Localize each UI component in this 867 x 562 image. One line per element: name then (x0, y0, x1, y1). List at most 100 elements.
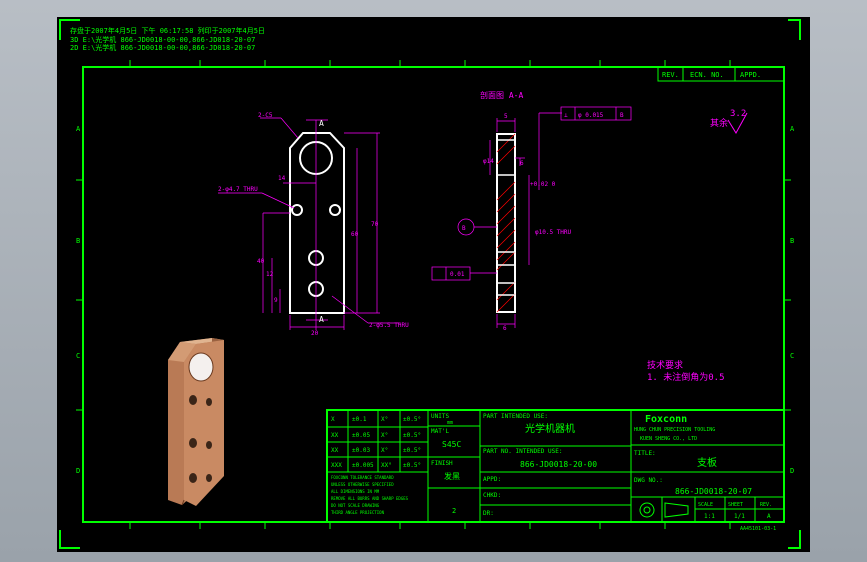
tol-row-4-c: XX° (381, 462, 392, 469)
dim-40: 40 (257, 258, 265, 265)
note-4: REMOVE ALL BURRS AND SHARP EDGES (331, 496, 409, 501)
rev-value: A (767, 513, 771, 520)
hole-left (291, 204, 303, 216)
hole-right (329, 204, 341, 216)
front-view[interactable]: 2-C5 2-φ4.7 THRU 2-φ5.5 THRU 14 12 40 9 … (218, 112, 409, 337)
finish-value: 发黑 (444, 471, 460, 481)
tol-row-2-c: X° (381, 432, 388, 439)
zone-row-d: D (76, 467, 80, 475)
tech-notes-line-1: 1. 未注倒角为0.5 (647, 371, 725, 383)
sec-dim-depth: 6 (520, 160, 524, 167)
company-name: Foxconn (645, 414, 687, 425)
header-line-1: 存盘于2007年4月5日 下午 06:17:58 列印于2007年4月5日 (70, 26, 265, 35)
sec-dim-bore: φ10.5 THRU (535, 229, 572, 236)
tol-row-2-b: ±0.05 (352, 432, 370, 439)
note-5: DO NOT SCALE DRAWING (331, 503, 380, 508)
chkd-label: CHKD: (483, 492, 501, 499)
title-label: TITLE: (634, 450, 656, 457)
front-dimensions (218, 117, 400, 330)
chamfer-label: 2-C5 (258, 112, 273, 119)
sec-dim-14: φ14 (483, 158, 494, 165)
tol-row-2-d: ±0.5° (403, 432, 421, 439)
sheet-label: SHEET (728, 502, 743, 508)
section-outline (496, 133, 516, 313)
perp-symbol: ⊥ (564, 112, 568, 119)
front-outline (289, 132, 345, 314)
units-label: UNITS (431, 413, 449, 420)
note-6: THIRD ANGLE PROJECTION (331, 510, 385, 515)
dim-70: 70 (371, 221, 379, 228)
scale-label: SCALE (698, 502, 713, 508)
dim-20: 20 (311, 330, 319, 337)
finish-label: FINISH (431, 460, 453, 467)
sec-dim-5: 5 (504, 113, 508, 120)
cut-arrow-top: A (319, 119, 324, 128)
revision-table: REV. ECN. NO. APPD. (657, 66, 785, 82)
zone-ticks (76, 60, 791, 529)
through-holes-label: 2-φ5.5 THRU (369, 322, 409, 329)
front-dim-text: 2-C5 2-φ4.7 THRU 2-φ5.5 THRU 14 12 40 9 … (218, 112, 409, 337)
title-block[interactable] (326, 409, 785, 523)
rev-header: REV. (662, 71, 679, 79)
zone-row-c-right: C (790, 352, 794, 360)
zone-row-b: B (76, 237, 80, 245)
tech-notes-title: 技术要求 (647, 359, 683, 371)
small-holes-label: 2-φ4.7 THRU (218, 186, 258, 193)
part-no-value: 866-JD0018-20-00 (520, 460, 597, 469)
tol-row-4-b: ±0.005 (352, 462, 374, 469)
tol-row-1-a: X (331, 416, 335, 423)
appd-label: APPD: (483, 476, 501, 483)
zone-row-c: C (76, 352, 80, 360)
tol-row-1-c: X° (381, 416, 388, 423)
header-line-3: 2D E:\光学机 866-JD0018-00-00,866-JD018-20-… (70, 43, 255, 52)
dim-14: 14 (278, 175, 286, 182)
dim-9: 9 (274, 297, 278, 304)
flatness-value: 0.01 (450, 271, 465, 278)
section-dimensions (431, 106, 632, 328)
appd-header: APPD. (740, 71, 761, 79)
zone-row-a-right: A (790, 125, 795, 133)
zone-labels: A B C D A B C D (76, 125, 795, 475)
header-line-2: 3D E:\光学机 866-JD0018-00-00,866-JD018-20-… (70, 35, 255, 44)
title-block-text: X ±0.1 X° ±0.5° XX ±0.05 X° ±0.5° XX ±0.… (331, 413, 776, 532)
note-1: FOXCONN TOLERANCE STANDARD (331, 475, 394, 480)
dr-label: DR: (483, 510, 494, 517)
material-label: MAT'L (431, 428, 449, 435)
dim-60: 60 (351, 231, 359, 238)
units-value: mm (447, 420, 453, 426)
tol-row-3-b: ±0.03 (352, 447, 370, 454)
tol-row-1-d: ±0.5° (403, 416, 421, 423)
tol-row-2-a: XX (331, 432, 339, 439)
file-header: 存盘于2007年4月5日 下午 06:17:58 列印于2007年4月5日 3D… (70, 26, 265, 52)
section-title: 剖面图 A-A (480, 90, 523, 100)
cut-arrow-bottom: A (319, 315, 324, 324)
company-sub-2: KUEN SHENG CO., LTD (640, 436, 697, 442)
material-value: S45C (442, 440, 461, 449)
tol-row-4-d: ±0.5° (403, 462, 421, 469)
company-sub-1: HUNG CHUN PRECISION TOOLING (634, 427, 715, 433)
roughness-value: 3.2 (730, 109, 746, 119)
zone-row-d-right: D (790, 467, 794, 475)
tol-row-4-a: XXX (331, 462, 342, 469)
scale-value: 1:1 (704, 513, 715, 520)
section-dim-text: 5 6 φ14 6 φ10.5 THRU +0.02 0 B 0.01 ⊥ φ … (450, 112, 624, 332)
tol-row-1-b: ±0.1 (352, 416, 367, 423)
rev-label: REV. (760, 502, 772, 508)
datum-b: B (462, 225, 466, 232)
dim-12: 12 (266, 271, 274, 278)
note-2: UNLESS OTHERWISE SPECIFIED (331, 482, 394, 487)
form-code: AA45101-03-1 (740, 526, 776, 532)
quantity-value: 2 (452, 507, 456, 515)
drawing-title: 支板 (697, 456, 717, 469)
section-view[interactable]: 剖面图 A-A 5 6 φ14 6 (431, 90, 632, 332)
sec-dim-6: 6 (503, 325, 507, 332)
zone-row-a: A (76, 125, 81, 133)
section-hatch (496, 133, 516, 313)
section-bores (497, 139, 515, 296)
sheet-corner-marks (59, 19, 801, 549)
sheet-value: 1/1 (734, 513, 745, 520)
ecn-header: ECN. NO. (690, 71, 724, 79)
technical-notes: 技术要求 1. 未注倒角为0.5 (647, 359, 725, 383)
